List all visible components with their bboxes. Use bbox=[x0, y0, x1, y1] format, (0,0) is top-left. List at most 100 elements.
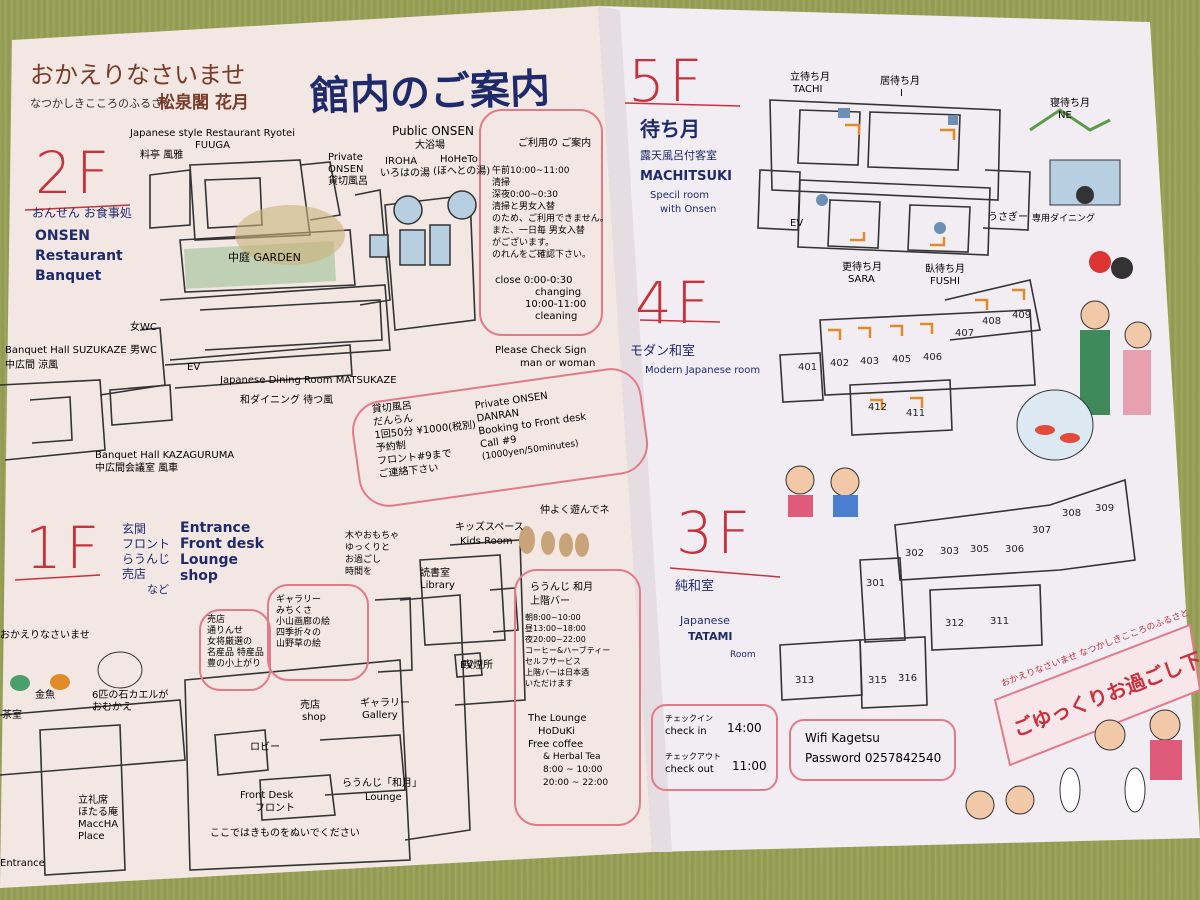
illustration-kids bbox=[785, 465, 860, 517]
gallery-label: ギャラリー bbox=[360, 698, 410, 709]
welcome-small: おかえりなさいませ bbox=[0, 630, 90, 641]
hotel-name: 松泉閣 花月 bbox=[158, 93, 249, 113]
banner-ribbon bbox=[993, 623, 1200, 767]
floor3-en-2: TATAMI bbox=[688, 630, 733, 643]
lounge-en-line: The Lounge bbox=[528, 713, 587, 724]
room-411: 411 bbox=[906, 408, 926, 419]
shop-note-line: 通りんせ bbox=[207, 626, 244, 636]
floor1-jp-item: フロント bbox=[122, 537, 171, 551]
floor1-jp-item: 売店 bbox=[122, 567, 147, 581]
gallery-note-line: ギャラリー bbox=[276, 595, 322, 605]
private-onsen-2: ONSEN bbox=[328, 164, 364, 175]
dining-jp: 和ダイニング 待つ風 bbox=[240, 395, 334, 406]
floor1-map bbox=[0, 539, 526, 876]
lobby-label: ロビー bbox=[250, 742, 280, 753]
hours-en-line: close 0:00-0:30 bbox=[495, 275, 573, 286]
lounge-line: コーヒー&ハーブティー bbox=[525, 646, 611, 655]
room-sara-en: SARA bbox=[848, 274, 875, 285]
room-406: 406 bbox=[923, 352, 943, 363]
floor2-en-desc-1: ONSEN bbox=[35, 228, 90, 244]
lounge-box-lines: 朝8:00~10:00 昼13:00~18:00 夜20:00~22:00 コー… bbox=[525, 612, 610, 689]
room-tachi-jp: 立待ち月 bbox=[790, 72, 830, 83]
hours-box-border bbox=[479, 109, 603, 336]
garden-label: 中庭 GARDEN bbox=[228, 251, 301, 264]
floor5-name-en-3: with Onsen bbox=[660, 204, 717, 215]
tea-place-line: Place bbox=[78, 831, 105, 842]
tea-place-line: MaccHA bbox=[78, 819, 119, 830]
gallery-label-en: Gallery bbox=[362, 710, 398, 721]
onsen-baths bbox=[369, 190, 477, 266]
lounge-box-border bbox=[514, 569, 641, 826]
floor4-en: Modern Japanese room bbox=[645, 365, 761, 376]
floor2-en-desc-3: Banquet bbox=[35, 268, 102, 284]
room-sara-jp: 更待ち月 bbox=[842, 262, 882, 273]
lounge-line: 上階バーは日本酒 bbox=[525, 668, 589, 677]
wc-women-2f: 女WC bbox=[130, 322, 157, 333]
front-desk-jp: フロント bbox=[255, 803, 295, 814]
lounge-box-title: らうんじ 和月 bbox=[530, 582, 594, 593]
banquet-suzukaze-jp: 中広間 涼風 bbox=[5, 360, 59, 371]
room-307: 307 bbox=[1032, 525, 1052, 536]
page-title: 館内のご案内 bbox=[309, 65, 551, 121]
hours-en-line: changing bbox=[535, 287, 582, 298]
floor1-en-item: Entrance bbox=[180, 520, 251, 536]
room-405: 405 bbox=[892, 354, 912, 365]
room-403: 403 bbox=[860, 356, 880, 367]
floor3-jp: 純和室 bbox=[675, 579, 715, 594]
floor1-en-item: Lounge bbox=[180, 552, 238, 568]
wifi-password: Password 0257842540 bbox=[805, 751, 942, 765]
room-402: 402 bbox=[830, 358, 850, 369]
gallery-note-border bbox=[267, 584, 369, 681]
room-407: 407 bbox=[955, 328, 975, 339]
floor1-en-list: Entrance Front desk Lounge shop bbox=[180, 520, 264, 584]
floor5-orange-marks bbox=[845, 123, 956, 247]
hours-en-line: cleaning bbox=[535, 311, 578, 322]
room-309: 309 bbox=[1095, 503, 1115, 514]
illustration-bottom-characters bbox=[965, 709, 1182, 820]
lounge-line: いただけます bbox=[525, 679, 573, 688]
floor5-baths bbox=[816, 108, 958, 234]
illustration-frogs bbox=[10, 651, 143, 691]
room-i-en: I bbox=[900, 88, 903, 99]
private-box-border bbox=[352, 368, 649, 507]
hours-title: ご利用の ご案内 bbox=[518, 138, 592, 149]
tea-room: 茶室 bbox=[2, 710, 22, 721]
lounge-line: 夜20:00~22:00 bbox=[525, 635, 586, 644]
shop-note-line: 豊の小上がり bbox=[207, 659, 262, 669]
lounge-box-en: The Lounge HoDuKi Free coffee & Herbal T… bbox=[528, 712, 608, 790]
floor-underlines bbox=[14, 102, 781, 581]
room-fushi-jp: 臥待ち月 bbox=[925, 264, 965, 275]
shop-note-line: 名産品 特産品 bbox=[207, 648, 264, 658]
floor2-en-desc-2: Restaurant bbox=[35, 248, 123, 264]
kids-room-jp: キッズスペース bbox=[455, 522, 524, 533]
floor3-label: 3F bbox=[676, 499, 755, 567]
shop-label: 売店 bbox=[300, 700, 320, 711]
library-en: Library bbox=[420, 580, 455, 591]
floor1-jp-list: 玄関 フロント らうんじ 売店 など bbox=[122, 522, 170, 597]
hoheto-label: HoHeTo bbox=[440, 154, 478, 165]
private-dining-label: 専用ダイニング bbox=[1032, 214, 1096, 224]
checkout-en: check out bbox=[665, 764, 714, 775]
shop-note-line: 売店 bbox=[207, 615, 226, 625]
hours-line: 午前10:00~11:00 bbox=[492, 166, 570, 176]
play-note: 仲よく遊んでネ bbox=[540, 505, 610, 516]
floor5-map bbox=[757, 99, 1031, 256]
floor4-label: 4F bbox=[635, 269, 714, 337]
room-ne-en: NE bbox=[1058, 110, 1072, 121]
private-onsen-1: Private bbox=[328, 152, 363, 163]
illustration-mountains bbox=[1029, 108, 1111, 132]
shoes-note: ここではきものをぬいでください bbox=[210, 828, 360, 839]
hours-line: のれんをご確認下さい。 bbox=[492, 250, 592, 260]
gallery-note-line: みちくさ bbox=[276, 606, 313, 616]
wifi-box-border bbox=[789, 719, 956, 781]
floor2-map bbox=[0, 159, 476, 461]
hours-man-woman: man or woman bbox=[520, 358, 596, 369]
tea-place-line: 立礼席 bbox=[78, 795, 108, 806]
room-301: 301 bbox=[866, 578, 886, 589]
illustration-rabbits bbox=[519, 526, 589, 557]
lounge-line: 朝8:00~10:00 bbox=[525, 613, 581, 622]
private-box-jp: 貸切風呂 だんらん 1回50分 ¥1000(税別) 予約制 フロント#9まで ご… bbox=[371, 393, 480, 481]
checkin-time: 14:00 bbox=[727, 721, 762, 735]
floor1-en-item: shop bbox=[180, 568, 218, 584]
